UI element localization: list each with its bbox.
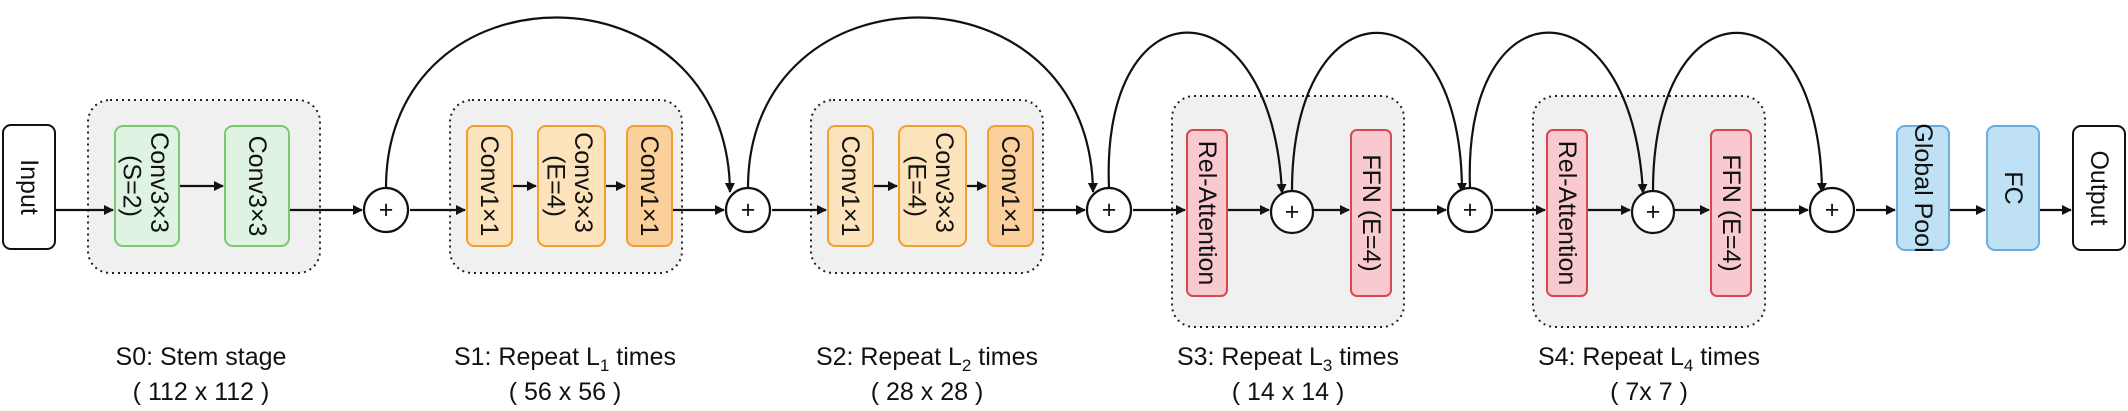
add-symbol: +	[379, 196, 394, 224]
caption-s3-title: S3: Repeat L3 times	[1177, 343, 1399, 375]
add-node-3: +	[1085, 186, 1133, 234]
s1-conv-b-line1: Conv3×3	[569, 132, 597, 233]
edges-layer	[55, 16, 2072, 215]
svg-text:Conv3×3 (S=2): Conv3×3 (S=2)	[117, 132, 173, 240]
skip-connection-arrow	[384, 16, 735, 193]
add-symbol: +	[1285, 198, 1300, 226]
s2-conv-b-line2: (E=4)	[902, 155, 930, 217]
s4-ffn-node: FFN (E=4)	[1710, 129, 1752, 297]
add-node-4: +	[1446, 186, 1494, 234]
s2-conv3x3-node: Conv3×3 (E=4)	[898, 125, 967, 247]
skip-connection-arrow	[1290, 32, 1467, 193]
caption-s2-resolution: ( 28 x 28 )	[871, 378, 984, 406]
add-node-s3-inner: +	[1269, 189, 1315, 235]
output-label: Output	[2085, 150, 2113, 225]
s0-conv-a-line2: (S=2)	[117, 155, 145, 217]
caption-s0-resolution: ( 112 x 112 )	[133, 378, 270, 406]
global-pool-node: Global Pool	[1896, 123, 1950, 253]
s0-conv-b-label: Conv3×3	[243, 136, 271, 237]
add-node-1: +	[362, 186, 410, 234]
input-node: Input	[2, 124, 56, 250]
add-symbol: +	[1463, 196, 1478, 224]
output-node: Output	[2072, 125, 2126, 251]
caption-s2-title: S2: Repeat L2 times	[816, 343, 1038, 375]
caption-s4: S4: Repeat L4 times ( 7x 7 )	[1538, 343, 1760, 406]
add-node-s4-inner: +	[1630, 189, 1676, 235]
s1-conv3x3-node: Conv3×3 (E=4)	[537, 125, 606, 247]
caption-s4-resolution: ( 7x 7 )	[1610, 378, 1688, 406]
fc-label: FC	[1999, 171, 2027, 204]
add-symbol: +	[1102, 196, 1117, 224]
caption-s4-title: S4: Repeat L4 times	[1538, 343, 1760, 375]
s0-conv3x3-stride-node: Conv3×3 (S=2)	[114, 125, 180, 247]
add-symbol: +	[741, 196, 756, 224]
add-symbol: +	[1825, 196, 1840, 224]
s3-rel-attention-node: Rel-Attention	[1186, 129, 1228, 297]
caption-s1: S1: Repeat L1 times ( 56 x 56 )	[454, 343, 676, 406]
s2-conv-c-label: Conv1×1	[996, 136, 1024, 237]
caption-s1-title: S1: Repeat L1 times	[454, 343, 676, 375]
caption-s0-title: S0: Stem stage	[116, 343, 287, 371]
caption-s2: S2: Repeat L2 times ( 28 x 28 )	[816, 343, 1038, 406]
s0-conv3x3-node: Conv3×3	[224, 125, 290, 247]
caption-s1-resolution: ( 56 x 56 )	[509, 378, 622, 406]
s1-conv1x1-c-node: Conv1×1	[626, 125, 673, 247]
s1-conv1x1-a-node: Conv1×1	[466, 125, 513, 247]
global-pool-label: Global Pool	[1909, 123, 1937, 252]
fc-node: FC	[1986, 125, 2040, 251]
skip-connection-arrow	[1468, 31, 1648, 194]
s0-conv-a-line1: Conv3×3	[145, 132, 173, 233]
caption-s3-resolution: ( 14 x 14 )	[1232, 378, 1345, 406]
s3-ffn-node: FFN (E=4)	[1350, 129, 1392, 297]
s1-conv-b-line2: (E=4)	[541, 155, 569, 217]
input-label: Input	[15, 159, 43, 215]
s4-attn-label: Rel-Attention	[1553, 141, 1581, 286]
s1-conv-a-label: Conv1×1	[475, 136, 503, 237]
caption-s3: S3: Repeat L3 times ( 14 x 14 )	[1177, 343, 1399, 406]
s1-conv-c-label: Conv1×1	[635, 136, 663, 237]
skip-connection-arrow	[1107, 31, 1287, 194]
caption-s0: S0: Stem stage ( 112 x 112 )	[116, 343, 287, 406]
nodes-layer: Input Conv3×3 (S=2) Conv3×3 Conv1×1 Conv…	[2, 123, 2126, 297]
s2-conv1x1-a-node: Conv1×1	[827, 125, 874, 247]
add-node-5: +	[1808, 186, 1856, 234]
s3-attn-label: Rel-Attention	[1193, 141, 1221, 286]
svg-text:Conv3×3 (E=4): Conv3×3 (E=4)	[541, 132, 597, 240]
skip-connection-arrow	[1651, 32, 1827, 193]
svg-text:Conv3×3 (E=4): Conv3×3 (E=4)	[902, 132, 958, 240]
s4-ffn-label: FFN (E=4)	[1717, 154, 1745, 271]
add-symbol: +	[1646, 198, 1661, 226]
s2-conv1x1-c-node: Conv1×1	[987, 125, 1034, 247]
s4-rel-attention-node: Rel-Attention	[1546, 129, 1588, 297]
skip-connection-arrow	[746, 16, 1098, 193]
s2-conv-b-line1: Conv3×3	[930, 132, 958, 233]
s2-conv-a-label: Conv1×1	[836, 136, 864, 237]
add-node-2: +	[724, 186, 772, 234]
s3-ffn-label: FFN (E=4)	[1357, 154, 1385, 271]
